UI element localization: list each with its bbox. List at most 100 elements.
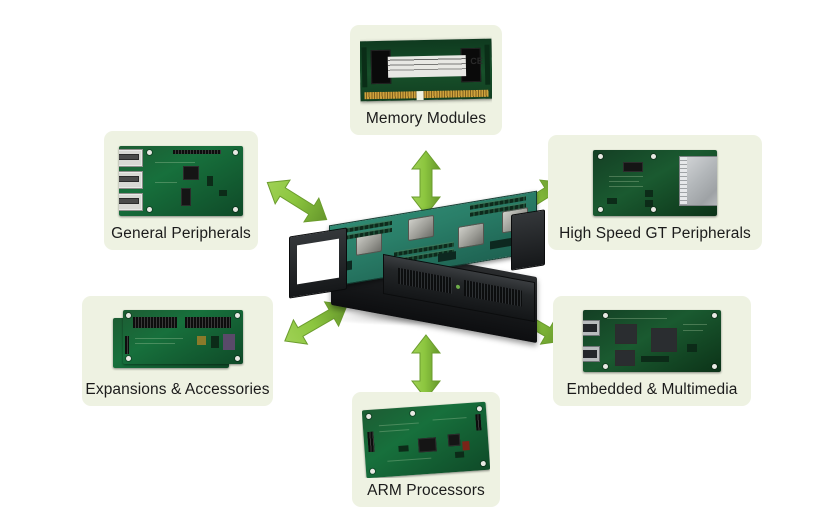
board-trace	[379, 428, 410, 432]
shielded-connector-cage	[679, 155, 717, 206]
board-processor-chip	[651, 328, 677, 353]
mount-hole	[147, 206, 152, 212]
mount-hole	[125, 313, 131, 319]
embedded-board-icon	[583, 310, 721, 373]
expansion-header	[184, 317, 231, 329]
high-speed-gt-art	[558, 144, 752, 221]
mount-hole	[480, 460, 486, 466]
board-chip	[447, 433, 461, 447]
card-label-general-peripherals: General Peripherals	[111, 225, 251, 243]
board-chip	[615, 350, 635, 367]
board-trace	[607, 318, 667, 320]
board-trace	[432, 416, 467, 421]
cpu-socket	[458, 222, 484, 249]
board-chip	[183, 165, 199, 180]
category-card-high-speed-gt-peripherals[interactable]: High Speed GT Peripherals	[548, 135, 762, 250]
arm-processor-board-icon	[362, 401, 490, 478]
pin-header	[475, 413, 482, 431]
front-vent	[464, 279, 522, 307]
embedded-multimedia-art	[563, 305, 741, 377]
mount-hole	[651, 153, 656, 159]
board-component	[210, 336, 219, 349]
category-card-arm-processors[interactable]: ARM Processors	[352, 392, 500, 507]
mount-hole	[712, 313, 717, 319]
board-trace	[609, 180, 639, 182]
mount-hole	[234, 313, 240, 319]
board-trace	[609, 175, 643, 177]
mount-hole	[233, 206, 238, 212]
stacked-boards-icon	[112, 310, 243, 372]
expansions-art	[92, 305, 263, 377]
board-trace	[609, 185, 643, 187]
board-component	[645, 189, 653, 197]
board-trace	[134, 338, 183, 340]
board-component	[207, 175, 213, 186]
mount-hole	[651, 206, 656, 212]
header-connector	[173, 149, 221, 154]
high-speed-board-icon	[593, 149, 717, 216]
card-label-memory-modules: Memory Modules	[365, 110, 487, 128]
board-trace	[155, 181, 177, 183]
mount-hole	[233, 149, 238, 155]
board-chip	[615, 324, 637, 345]
cpu-socket	[408, 214, 434, 242]
rj45-port	[119, 192, 143, 211]
expansion-board-front	[122, 310, 243, 365]
hdmi-port	[583, 320, 600, 337]
ram-spec-label	[387, 55, 467, 78]
board-component	[454, 450, 465, 458]
mount-hole	[369, 468, 376, 474]
ce-mark-icon: CE	[470, 55, 483, 67]
board-component	[222, 334, 235, 351]
so-dimm-module-icon: CE	[360, 38, 492, 102]
arm-cpu-chip	[417, 436, 437, 453]
memory-module-art: CE	[360, 34, 492, 106]
board-component	[398, 444, 409, 452]
chassis-rail-left	[289, 227, 347, 299]
mount-hole	[147, 149, 152, 155]
board-component	[490, 237, 512, 250]
ram-edge	[484, 44, 491, 85]
board-trace	[134, 343, 175, 345]
board-trace	[683, 324, 707, 326]
mount-hole	[712, 364, 717, 370]
card-label-high-speed-gt-peripherals: High Speed GT Peripherals	[559, 225, 751, 243]
card-label-expansions-accessories: Expansions & Accessories	[85, 381, 270, 399]
board-component	[641, 356, 669, 363]
board-component	[196, 336, 206, 346]
ram-contact-fingers	[364, 89, 489, 100]
board-component	[438, 251, 456, 263]
category-card-general-peripherals[interactable]: General Peripherals	[104, 131, 258, 250]
board-trace	[387, 457, 432, 462]
peripheral-board-icon	[119, 145, 243, 216]
mount-hole	[409, 410, 416, 416]
mount-hole	[366, 413, 372, 419]
board-component	[607, 197, 617, 204]
front-vent	[398, 267, 452, 294]
ram-key-notch	[416, 91, 424, 101]
chassis-rail-right	[511, 209, 545, 271]
card-label-arm-processors: ARM Processors	[367, 482, 485, 500]
rj45-port	[119, 148, 143, 167]
board-component	[219, 189, 227, 196]
category-card-embedded-multimedia[interactable]: Embedded & Multimedia	[553, 296, 751, 406]
board-chip	[181, 187, 191, 206]
board-component	[687, 344, 697, 353]
arm-processors-art	[362, 401, 490, 478]
mount-hole	[476, 405, 483, 411]
mount-hole	[598, 153, 603, 159]
mount-hole	[234, 356, 240, 362]
mount-hole	[603, 313, 608, 319]
mount-hole	[125, 356, 131, 362]
pin-header	[124, 336, 129, 355]
hdmi-port	[583, 346, 600, 363]
board-trace	[378, 422, 419, 426]
pin-header	[367, 431, 375, 452]
board-trace	[155, 161, 195, 163]
arrow-general-peripherals-icon	[258, 172, 336, 230]
category-card-memory-modules[interactable]: CE Memory Modules	[350, 25, 502, 135]
mount-hole	[598, 206, 603, 212]
arrow-arm-icon	[398, 334, 454, 400]
category-card-expansions-accessories[interactable]: Expansions & Accessories	[82, 296, 273, 406]
